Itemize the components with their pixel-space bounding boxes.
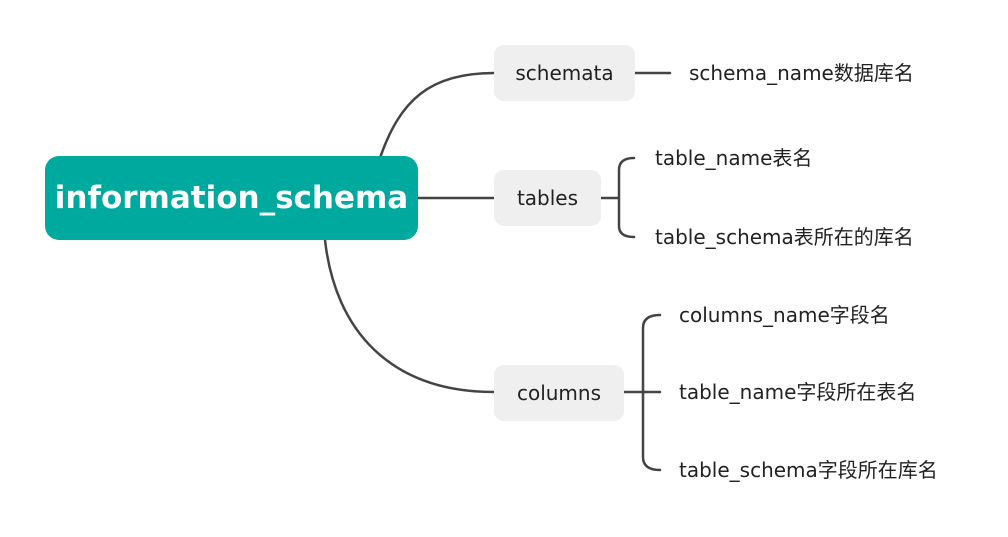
leaf-node-table-schema[interactable]: table_schema表所在的库名 bbox=[655, 225, 914, 249]
branch-node-label: columns bbox=[516, 381, 602, 405]
branch-node-label: schemata bbox=[515, 61, 614, 85]
branch-node-tables[interactable]: tables bbox=[494, 170, 601, 226]
branch-node-schemata[interactable]: schemata bbox=[494, 45, 635, 101]
edge-tables-bracket bbox=[599, 156, 636, 239]
leaf-node-column-table-schema[interactable]: table_schema字段所在库名 bbox=[679, 458, 938, 482]
root-node[interactable]: information_schema bbox=[45, 156, 418, 240]
leaf-node-schema-name[interactable]: schema_name数据库名 bbox=[689, 61, 914, 85]
branch-node-columns[interactable]: columns bbox=[494, 365, 624, 421]
leaf-node-column-table-name[interactable]: table_name字段所在表名 bbox=[679, 380, 917, 404]
branch-node-label: tables bbox=[516, 186, 579, 210]
edge-columns-bracket bbox=[622, 313, 662, 472]
edge-root-schemata bbox=[378, 71, 496, 160]
leaf-node-table-name[interactable]: table_name表名 bbox=[655, 146, 813, 170]
leaf-node-columns-name[interactable]: columns_name字段名 bbox=[679, 303, 890, 327]
root-node-label: information_schema bbox=[54, 180, 409, 216]
edge-root-columns bbox=[323, 238, 496, 394]
